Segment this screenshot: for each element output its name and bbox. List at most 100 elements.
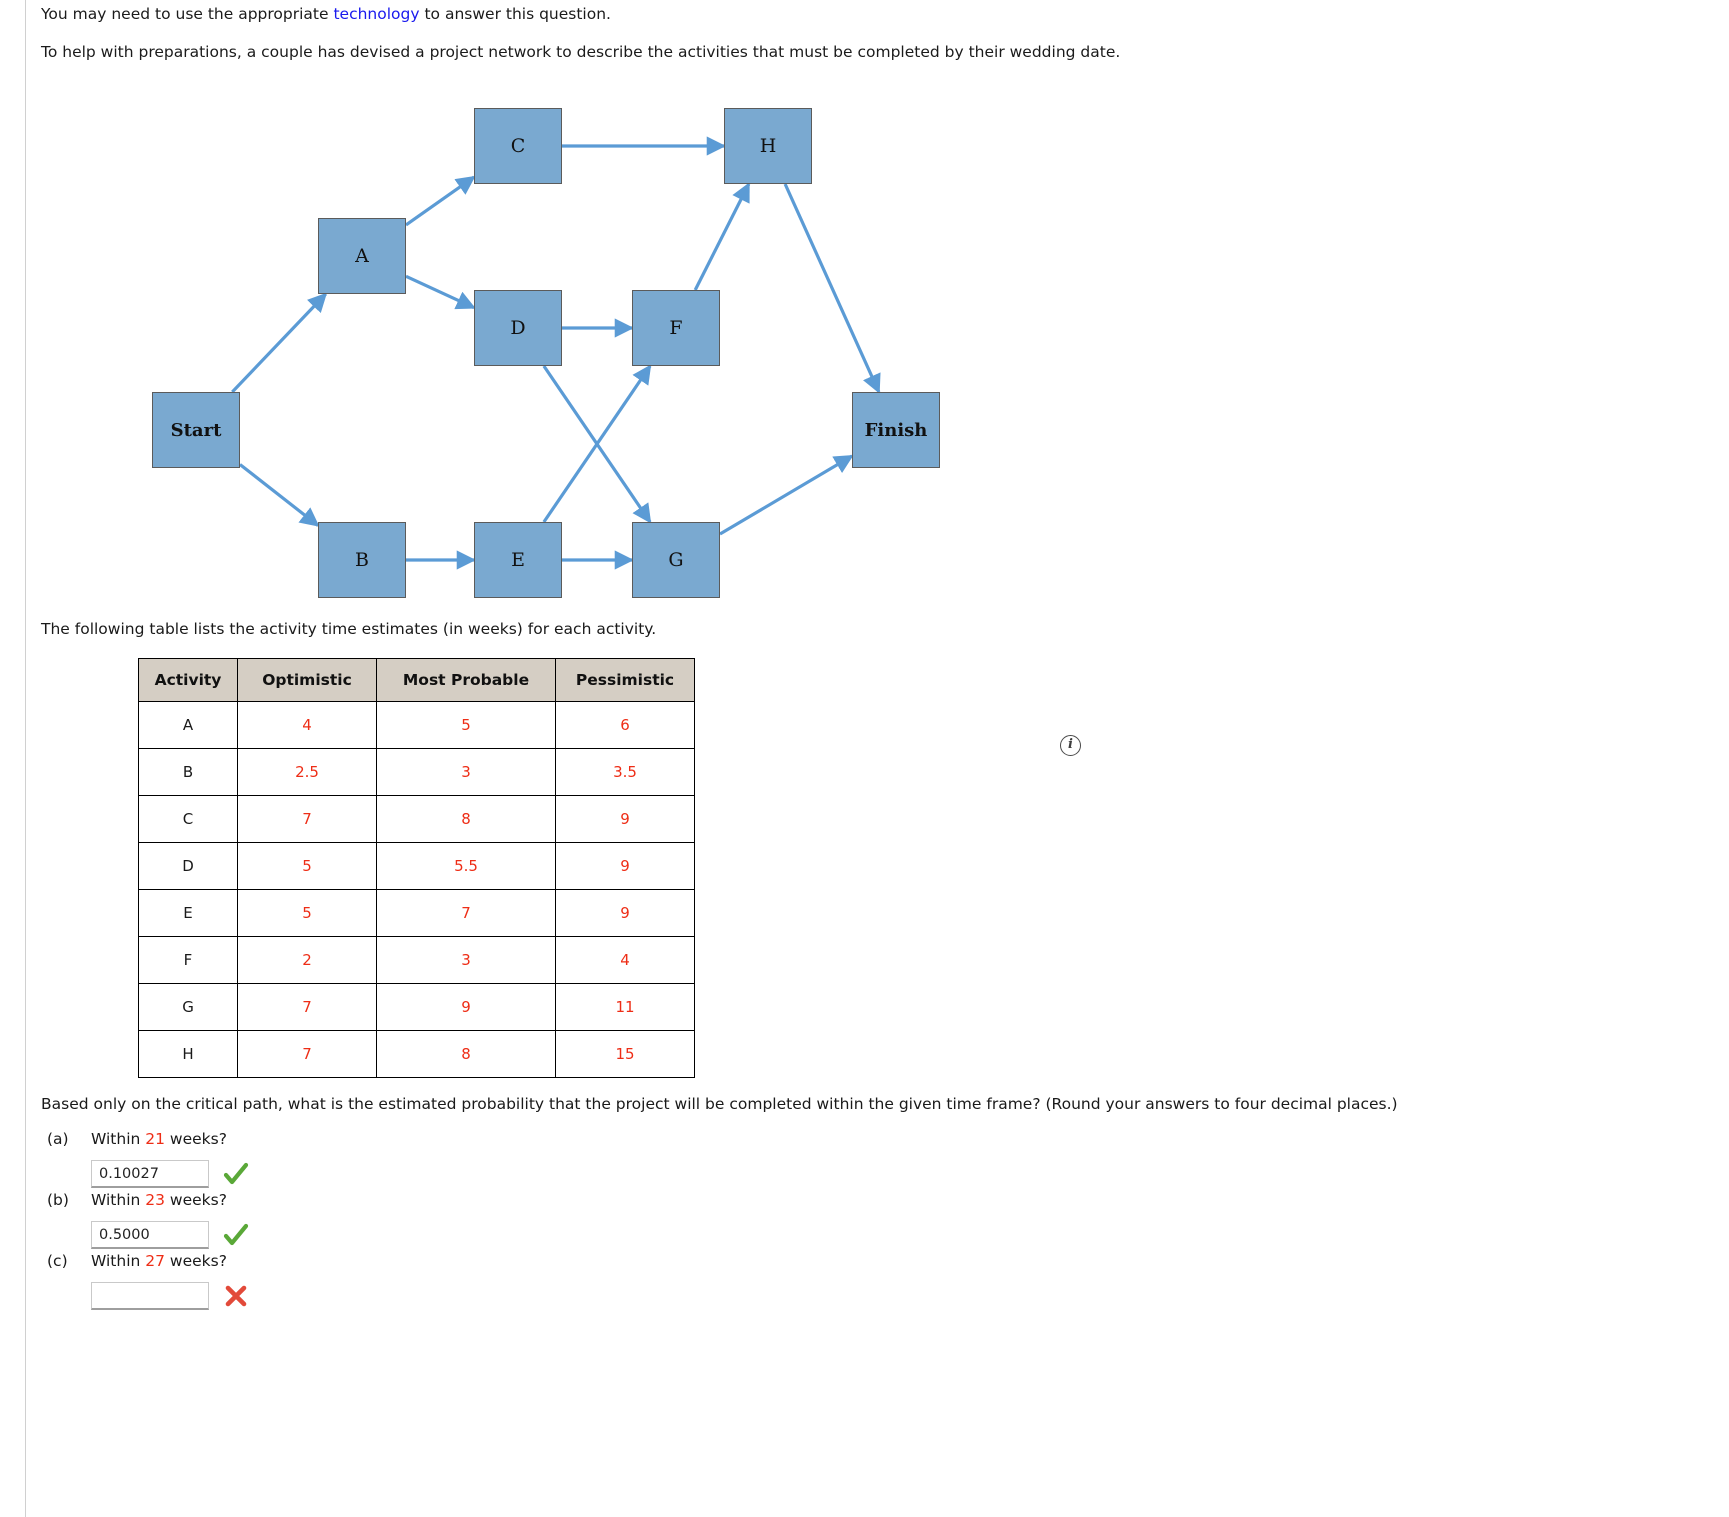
part-c-prompt-before: Within bbox=[91, 1252, 146, 1270]
cell-value: 5 bbox=[237, 889, 377, 937]
part-b-weeks: 23 bbox=[145, 1191, 165, 1209]
column-header-most-probable: Most Probable bbox=[376, 658, 556, 702]
node-start: Start bbox=[152, 392, 240, 468]
part-a-answer-input[interactable] bbox=[91, 1160, 209, 1188]
node-label: D bbox=[510, 317, 526, 339]
node-D: D bbox=[474, 290, 562, 366]
column-header-pessimistic: Pessimistic bbox=[555, 658, 695, 702]
cell-value: 7 bbox=[376, 889, 556, 937]
cell-value: 7 bbox=[237, 983, 377, 1031]
node-F: F bbox=[632, 290, 720, 366]
diagram-edges bbox=[231, 136, 881, 570]
part-c-prompt: Within 27 weeks? bbox=[91, 1252, 227, 1270]
part-b-prompt-after: weeks? bbox=[164, 1191, 227, 1209]
cell-value: 15 bbox=[555, 1030, 695, 1078]
edge-E-to-F bbox=[542, 364, 652, 523]
part-a-weeks: 21 bbox=[145, 1130, 165, 1148]
cell-activity: F bbox=[138, 936, 238, 984]
node-label: B bbox=[355, 549, 369, 571]
node-H: H bbox=[724, 108, 812, 184]
cell-activity: A bbox=[138, 701, 238, 749]
cell-value: 8 bbox=[376, 795, 556, 843]
info-icon[interactable]: i bbox=[1060, 735, 1081, 756]
node-label: E bbox=[511, 549, 525, 571]
cell-value: 9 bbox=[376, 983, 556, 1031]
part-c-weeks: 27 bbox=[145, 1252, 165, 1270]
part-c-label: (c) bbox=[47, 1252, 68, 1270]
correct-check-icon bbox=[223, 1222, 249, 1248]
edge-A-to-D bbox=[405, 274, 476, 310]
cell-value: 3 bbox=[376, 748, 556, 796]
node-A: A bbox=[318, 218, 406, 294]
cell-activity: E bbox=[138, 889, 238, 937]
part-b-answer-input[interactable] bbox=[91, 1221, 209, 1249]
part-a-prompt: Within 21 weeks? bbox=[91, 1130, 227, 1148]
part-a-prompt-after: weeks? bbox=[164, 1130, 227, 1148]
node-label: C bbox=[510, 135, 526, 157]
cell-activity: D bbox=[138, 842, 238, 890]
intro-line-1: You may need to use the appropriate tech… bbox=[41, 4, 611, 24]
intro-line-2: To help with preparations, a couple has … bbox=[41, 43, 1121, 61]
incorrect-cross-icon bbox=[223, 1283, 249, 1309]
part-c-answer-input[interactable] bbox=[91, 1282, 209, 1310]
cell-value: 5.5 bbox=[376, 842, 556, 890]
cell-activity: C bbox=[138, 795, 238, 843]
part-b-prompt-before: Within bbox=[91, 1191, 146, 1209]
intro-text-after: to answer this question. bbox=[419, 5, 611, 23]
node-E: E bbox=[474, 522, 562, 598]
question-prompt: Based only on the critical path, what is… bbox=[41, 1095, 1398, 1113]
intro-text-before: You may need to use the appropriate bbox=[41, 5, 334, 23]
cell-value: 2 bbox=[237, 936, 377, 984]
cell-value: 11 bbox=[555, 983, 695, 1031]
cell-value: 5 bbox=[237, 842, 377, 890]
node-B: B bbox=[318, 522, 406, 598]
edge-F-to-H bbox=[693, 182, 751, 291]
part-c-prompt-after: weeks? bbox=[164, 1252, 227, 1270]
cell-value: 2.5 bbox=[237, 748, 377, 796]
node-finish: Finish bbox=[852, 392, 940, 468]
node-label: F bbox=[669, 317, 683, 339]
part-a-answer-row bbox=[91, 1160, 249, 1188]
node-label: G bbox=[668, 549, 684, 571]
node-C: C bbox=[474, 108, 562, 184]
cell-activity: G bbox=[138, 983, 238, 1031]
cell-value: 7 bbox=[237, 795, 377, 843]
edge-start-to-B bbox=[239, 463, 320, 527]
cell-value: 6 bbox=[555, 701, 695, 749]
cell-value: 3.5 bbox=[555, 748, 695, 796]
table-header-row: Activity Optimistic Most Probable Pessim… bbox=[138, 658, 695, 702]
part-a-label: (a) bbox=[47, 1130, 69, 1148]
cell-value: 3 bbox=[376, 936, 556, 984]
cell-value: 9 bbox=[555, 795, 695, 843]
cell-value: 5 bbox=[376, 701, 556, 749]
part-b-label: (b) bbox=[47, 1191, 69, 1209]
node-label: H bbox=[759, 135, 777, 157]
cell-value: 4 bbox=[237, 701, 377, 749]
part-a-prompt-before: Within bbox=[91, 1130, 146, 1148]
cell-value: 8 bbox=[376, 1030, 556, 1078]
node-label: Start bbox=[170, 419, 222, 441]
cell-activity: B bbox=[138, 748, 238, 796]
correct-check-icon bbox=[223, 1161, 249, 1187]
node-label: A bbox=[355, 245, 369, 267]
column-header-activity: Activity bbox=[138, 658, 238, 702]
technology-link[interactable]: technology bbox=[333, 5, 420, 23]
part-b-answer-row bbox=[91, 1221, 249, 1249]
cell-value: 4 bbox=[555, 936, 695, 984]
part-c-answer-row bbox=[91, 1282, 249, 1310]
cell-value: 9 bbox=[555, 889, 695, 937]
node-G: G bbox=[632, 522, 720, 598]
node-label: Finish bbox=[864, 419, 928, 441]
cell-value: 7 bbox=[237, 1030, 377, 1078]
edge-start-to-A bbox=[231, 292, 328, 394]
page-left-rule bbox=[25, 0, 26, 1517]
